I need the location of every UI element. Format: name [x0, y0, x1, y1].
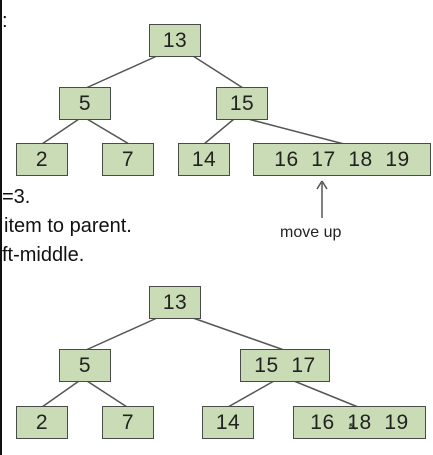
move-up-arrow-head-right: [321, 180, 328, 190]
top-leaf-7: 7: [102, 143, 154, 176]
edge-top-root-right: [192, 55, 244, 89]
edge-bottom-root-right: [192, 317, 285, 351]
edge-bottom-left-leftchild: [41, 380, 80, 408]
move-up-arrow-head-left: [316, 180, 323, 190]
top-left-node: 5: [59, 87, 111, 120]
edge-bottom-right-rightchild: [293, 380, 359, 408]
cropped-text-line-0: :: [2, 10, 8, 32]
bottom-leaf-split: 16 18 19: [293, 406, 426, 439]
cropped-text-line-2: item to parent.: [4, 215, 132, 237]
cropped-text-line-3: ft-middle.: [2, 244, 85, 266]
cropped-text-line-1: =3.: [2, 186, 31, 208]
top-leaf-2: 2: [16, 143, 68, 176]
edge-top-right-rightchild: [247, 118, 345, 145]
top-root-node: 13: [149, 24, 201, 57]
bottom-leaf-2: 2: [16, 406, 68, 439]
mouse-cursor-icon: ↖: [348, 421, 358, 433]
edge-top-left-rightchild: [86, 118, 130, 145]
bottom-leaf-14: 14: [202, 406, 254, 439]
move-up-label: move up: [280, 224, 342, 241]
edge-bottom-left-rightchild: [86, 380, 128, 408]
bottom-leaf-7: 7: [102, 406, 154, 439]
edge-bottom-right-leftchild: [227, 380, 275, 408]
bottom-left-node: 5: [59, 349, 111, 382]
edge-bottom-root-left: [85, 317, 158, 351]
edge-top-right-leftchild: [203, 118, 235, 145]
top-leaf-overfull: 16 17 18 19: [253, 143, 431, 176]
top-leaf-14: 14: [178, 143, 230, 176]
bottom-right-node: 15 17: [240, 349, 330, 382]
bottom-root-node: 13: [149, 286, 201, 319]
edge-top-left-leftchild: [41, 118, 80, 145]
top-right-node: 15: [216, 87, 268, 120]
edge-top-root-left: [85, 55, 158, 89]
